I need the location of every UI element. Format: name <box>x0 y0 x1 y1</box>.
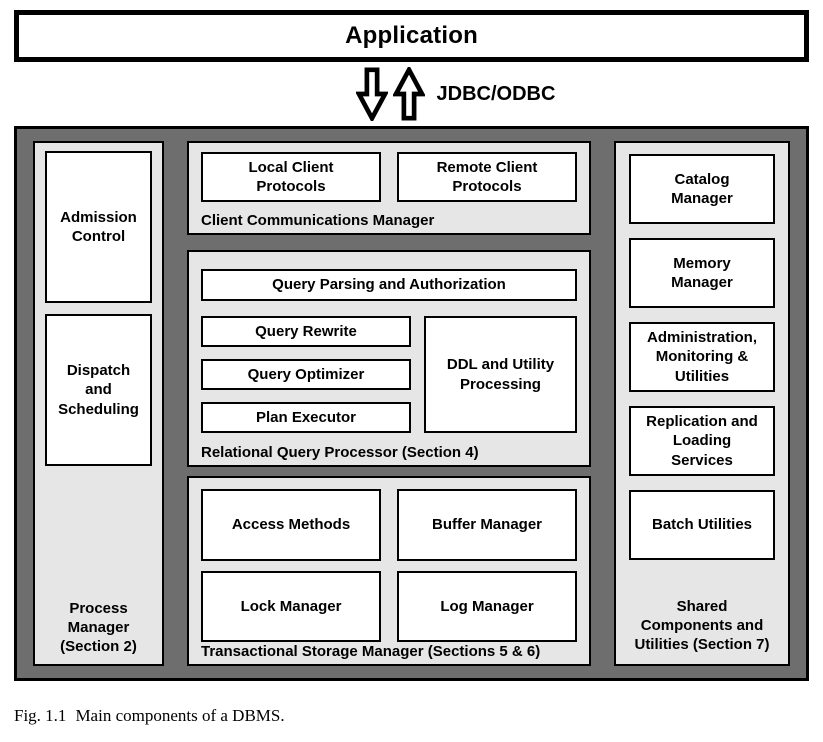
buffer-manager-box: Buffer Manager <box>397 489 577 561</box>
client-communications-panel: Local Client Protocols Remote Client Pro… <box>187 141 591 235</box>
batch-utilities-box: Batch Utilities <box>629 490 775 560</box>
storage-manager-grid: Access Methods Buffer Manager Lock Manag… <box>201 489 577 642</box>
local-client-protocols-box: Local Client Protocols <box>201 152 381 202</box>
memory-manager-box: Memory Manager <box>629 238 775 308</box>
access-methods-box: Access Methods <box>201 489 381 561</box>
process-manager-label: Process Manager (Section 2) <box>60 599 137 655</box>
remote-client-protocols-box: Remote Client Protocols <box>397 152 577 202</box>
query-processor-row: Query Rewrite Query Optimizer Plan Execu… <box>201 316 577 433</box>
query-rewrite-box: Query Rewrite <box>201 316 411 347</box>
jdbc-odbc-connector: JDBC/ODBC <box>58 62 823 126</box>
storage-manager-label: Transactional Storage Manager (Sections … <box>201 643 541 660</box>
shared-components-panel: Catalog Manager Memory Manager Administr… <box>614 141 790 666</box>
process-manager-panel: Admission Control Dispatch and Schedulin… <box>33 141 164 666</box>
application-label: Application <box>345 22 478 49</box>
query-optimizer-box: Query Optimizer <box>201 359 411 390</box>
query-processor-panel: Query Parsing and Authorization Query Re… <box>187 250 591 467</box>
admission-control-box: Admission Control <box>45 151 152 303</box>
caption-text: Main components of a DBMS. <box>75 706 285 725</box>
log-manager-box: Log Manager <box>397 571 577 642</box>
dbms-container: Admission Control Dispatch and Schedulin… <box>14 126 809 681</box>
dispatch-scheduling-box: Dispatch and Scheduling <box>45 314 152 466</box>
shared-components-label: Shared Components and Utilities (Section… <box>634 597 770 653</box>
ddl-utility-processing-box: DDL and Utility Processing <box>424 316 577 433</box>
application-box: Application <box>14 10 809 62</box>
administration-monitoring-utilities-box: Administration, Monitoring & Utilities <box>629 322 775 392</box>
client-protocols-row: Local Client Protocols Remote Client Pro… <box>201 152 577 202</box>
query-parsing-authorization-box: Query Parsing and Authorization <box>201 269 577 301</box>
client-communications-label: Client Communications Manager <box>201 211 435 229</box>
storage-manager-panel: Access Methods Buffer Manager Lock Manag… <box>187 476 591 667</box>
middle-column: Local Client Protocols Remote Client Pro… <box>187 141 591 667</box>
figure-caption: Fig. 1.1 Main components of a DBMS. <box>14 706 809 726</box>
query-processor-label: Relational Query Processor (Section 4) <box>201 443 479 461</box>
lock-manager-box: Lock Manager <box>201 571 381 642</box>
caption-number: Fig. 1.1 <box>14 706 67 725</box>
up-block-arrow-icon <box>392 67 425 121</box>
query-stages-stack: Query Rewrite Query Optimizer Plan Execu… <box>201 316 411 433</box>
replication-loading-services-box: Replication and Loading Services <box>629 406 775 476</box>
plan-executor-box: Plan Executor <box>201 402 411 433</box>
catalog-manager-box: Catalog Manager <box>629 154 775 224</box>
down-block-arrow-icon <box>355 67 388 121</box>
connector-label: JDBC/ODBC <box>436 82 556 105</box>
